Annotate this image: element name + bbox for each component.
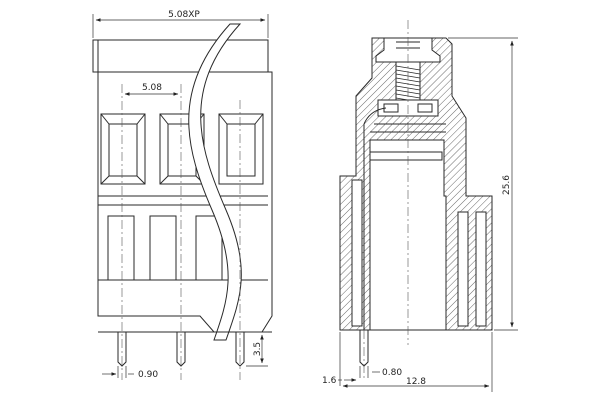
wire-entry-slots	[107, 215, 223, 280]
break-line	[188, 23, 242, 341]
dim-height: 25.6	[502, 175, 512, 195]
dim-depth: 12.8	[406, 377, 426, 387]
front-view: 5.08XP 5.08 0.90 3.5	[92, 10, 273, 380]
side-view: 25.6 1.6 0.80 12.8	[322, 20, 518, 392]
front-body-outline	[92, 39, 273, 333]
dim-pin-length: 3.5	[253, 342, 263, 356]
dim-side-pin: 0.80	[382, 368, 402, 378]
front-pins	[98, 331, 272, 367]
screw-window-1	[100, 113, 146, 185]
dim-pitch-total: 5.08XP	[168, 10, 200, 20]
dim-pin-width: 0.90	[138, 370, 158, 380]
dim-pitch: 5.08	[142, 83, 162, 93]
dim-side-offset: 1.6	[322, 376, 337, 386]
screw-window-3	[218, 113, 264, 185]
